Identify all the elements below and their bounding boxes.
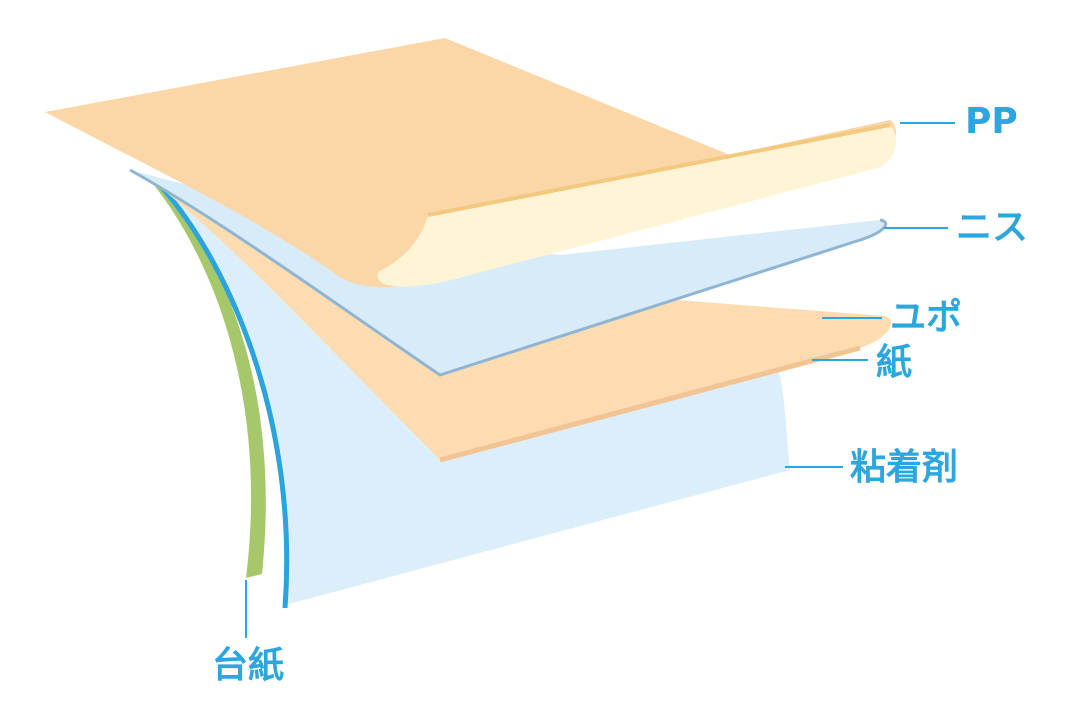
label-backing: 台紙	[212, 645, 285, 686]
label-pp: PP	[965, 101, 1018, 142]
adhesive-edge	[158, 183, 290, 609]
varnish-edge	[129, 168, 888, 377]
label-varnish: ニス	[956, 207, 1029, 248]
yupo-paper-edge	[439, 345, 861, 463]
pp-film-edge	[427, 123, 891, 217]
label-paper: 紙	[876, 342, 913, 383]
backing-paper-layer	[150, 180, 266, 578]
pp-film-curl	[377, 125, 896, 287]
label-yupo: ユポ	[890, 297, 963, 338]
pp-film-layer	[45, 38, 896, 288]
label-adhesive: 粘着剤	[850, 447, 959, 488]
